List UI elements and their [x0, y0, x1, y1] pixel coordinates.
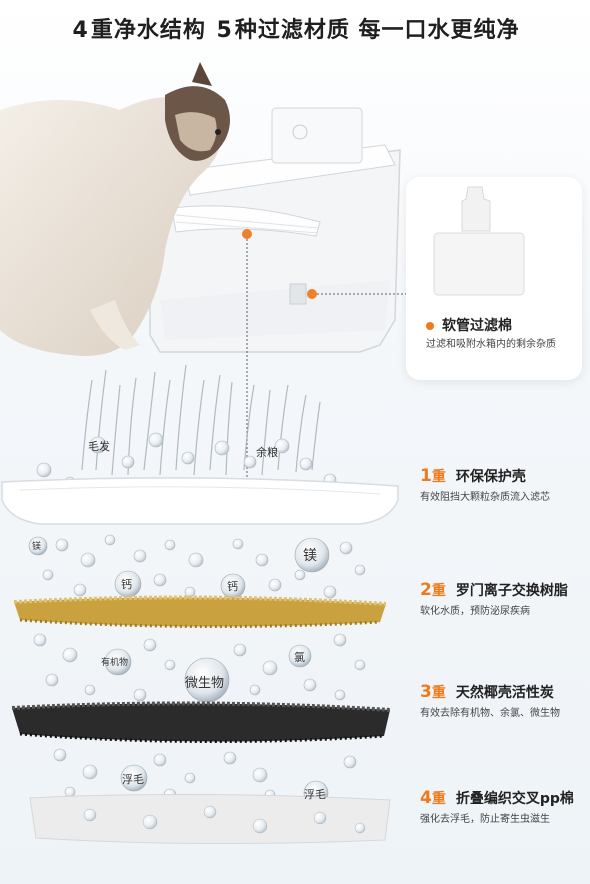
headline-num-2: 5	[216, 18, 233, 43]
pp-cotton-layer	[29, 793, 391, 845]
carbon-layer	[11, 701, 391, 744]
organic-bubbles	[33, 633, 366, 702]
cat-illustration	[0, 62, 230, 356]
layer-3-label: 3重天然椰壳活性炭 有效去除有机物、余氯、微生物	[420, 682, 590, 721]
layer-3-desc: 有效去除有机物、余氯、微生物	[420, 708, 560, 719]
layer-2-num: 2	[420, 580, 432, 600]
callout-desc: 过滤和吸附水箱内的剩余杂质	[426, 339, 556, 350]
layer-3-title: 天然椰壳活性炭	[455, 685, 554, 701]
layer-1-label: 1重环保保护壳 有效阻挡大颗粒杂质流入滤芯	[420, 466, 590, 505]
label-ca-2: 钙	[227, 580, 238, 593]
water-splash	[81, 364, 321, 476]
label-microbe: 微生物	[185, 676, 225, 691]
orange-dot-icon	[426, 322, 434, 330]
label-float-hair-1: 浮毛	[122, 773, 144, 786]
layer-3-num: 3	[420, 682, 432, 702]
headline-text-1: 重净水结构	[90, 18, 206, 43]
layer-4-title: 折叠编织交叉pp棉	[455, 791, 574, 807]
label-float-hair-2: 浮毛	[304, 788, 326, 801]
headline-text-2: 种过滤材质 每一口水更纯净	[234, 18, 520, 43]
label-chlorine: 氯	[294, 651, 305, 664]
label-organic: 有机物	[101, 658, 129, 668]
label-mg-big: 镁	[303, 548, 317, 564]
fountain	[149, 107, 406, 480]
layer-2-title: 罗门离子交换树脂	[455, 583, 568, 599]
resin-layer	[13, 595, 387, 629]
layer-1-num: 1	[420, 466, 432, 486]
layer-1-desc: 有效阻挡大颗粒杂质流入滤芯	[420, 492, 550, 503]
label-food: 余粮	[256, 446, 278, 459]
callout-title: 软管过滤棉	[426, 315, 512, 335]
layer-4-label: 4重折叠编织交叉pp棉 强化去浮毛，防止寄生虫滋生	[420, 788, 574, 825]
label-mg-small: 镁	[32, 542, 42, 552]
filter-cotton-icon	[433, 186, 525, 296]
protective-shell-layer	[1, 477, 399, 525]
label-hair: 毛发	[88, 440, 110, 453]
label-ca-1: 钙	[121, 578, 132, 591]
layer-4-num: 4	[420, 788, 432, 808]
layer-2-desc: 软化水质，预防泌尿疾病	[420, 606, 530, 617]
headline: 4重净水结构 5种过滤材质 每一口水更纯净	[0, 12, 590, 44]
layer-1-title: 环保保护壳	[455, 469, 526, 485]
soft-tube-filter-card: 软管过滤棉 过滤和吸附水箱内的剩余杂质	[406, 177, 582, 380]
layer-2-label: 2重罗门离子交换树脂 软化水质，预防泌尿疾病	[420, 580, 590, 619]
headline-num-1: 4	[72, 18, 89, 43]
layer-4-desc: 强化去浮毛，防止寄生虫滋生	[420, 814, 550, 825]
mineral-bubbles	[42, 534, 366, 599]
